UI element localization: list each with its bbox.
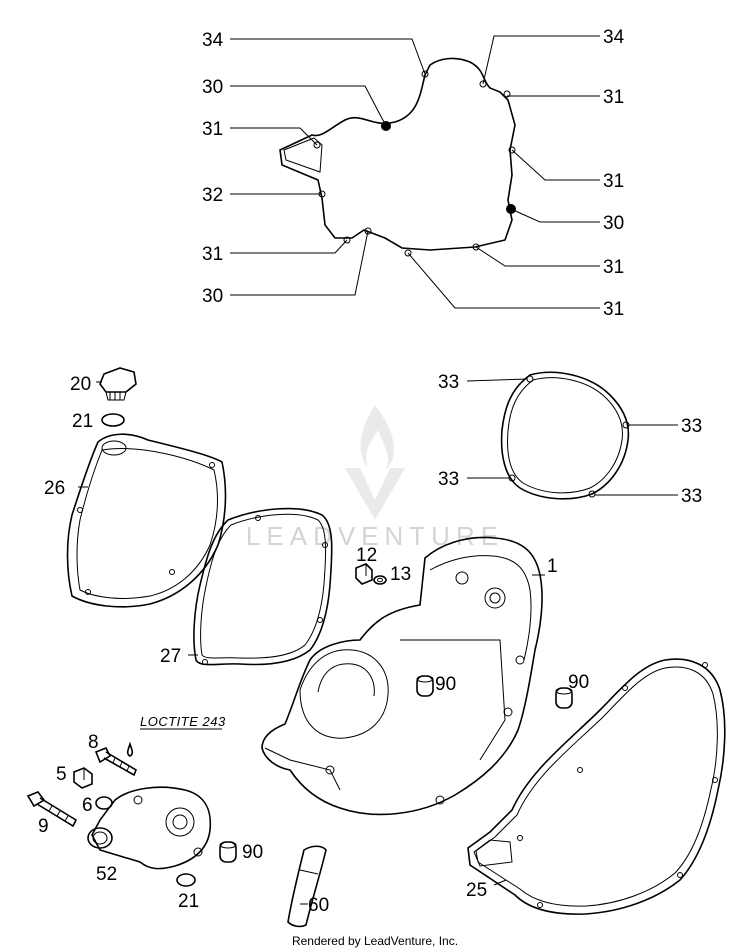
callout-20: 20 [70,374,91,395]
callout-1: 1 [547,556,558,577]
render-credit: Rendered by LeadVenture, Inc. [292,934,458,948]
o-ring-21-bottom [176,873,196,887]
callout-9: 9 [38,816,49,837]
callout-21-top: 21 [72,411,93,432]
water-pump-cover-52 [87,786,212,870]
loctite-note: LOCTITE 243 [140,714,226,729]
callout-90-bottom: 90 [242,842,263,863]
gasket-27 [188,507,333,666]
callout-52: 52 [96,864,117,885]
washer-13 [373,575,387,585]
callout-25: 25 [466,880,487,901]
callout-90-center: 90 [435,674,456,695]
callout-labels: 34 34 30 31 31 31 32 30 31 31 30 31 33 3… [38,27,702,916]
watermark-text: LEADVENTURE [246,521,504,551]
hose-60 [287,845,327,928]
callout-12: 12 [356,545,377,566]
dowel-90-center [416,675,434,697]
gasket-33 [466,371,678,500]
gasket-32 [279,57,516,257]
ignition-cover-1 [261,536,545,816]
clutch-cover-26 [66,433,227,608]
bolt-9 [26,791,78,828]
bolt-12 [355,563,373,585]
callout-33-right: 33 [681,416,702,437]
callout-26: 26 [44,478,65,499]
callout-31-left-top: 31 [202,119,223,140]
leadventure-logo-icon: LEADVENTURE [246,405,504,551]
callout-33-bottom-left: 33 [438,469,459,490]
dowel-90-bottom [219,841,237,863]
callout-60: 60 [308,895,329,916]
callout-30-top: 30 [202,77,223,98]
callout-21-bottom: 21 [178,891,199,912]
bolt-8 [94,746,137,777]
callout-5: 5 [56,764,67,785]
callout-31-left-bottom: 31 [202,244,223,265]
callout-34-right: 34 [603,27,625,48]
callout-8: 8 [88,732,99,753]
callout-90-right: 90 [568,672,589,693]
callout-13: 13 [390,564,411,585]
callout-31-right-bottom: 31 [603,299,624,320]
callout-32: 32 [202,185,223,206]
callout-27: 27 [160,646,181,667]
leader-lines-top [230,35,600,309]
gasket-25 [467,658,726,915]
callout-31-right-top: 31 [603,87,624,108]
o-ring-21-top [101,413,125,427]
plug-20 [96,367,137,401]
callout-34-left: 34 [202,30,224,51]
loctite-drop-icon [126,741,134,757]
plug-5 [73,767,93,789]
callout-30-bottom: 30 [202,286,223,307]
callout-33-top-left: 33 [438,372,459,393]
callout-31-right-mid: 31 [603,171,624,192]
callout-30-right: 30 [603,213,624,234]
dowel-90-right [555,687,573,709]
callout-33-bottom-right: 33 [681,486,702,507]
callout-31-right-low: 31 [603,257,624,278]
callout-6: 6 [82,795,93,816]
